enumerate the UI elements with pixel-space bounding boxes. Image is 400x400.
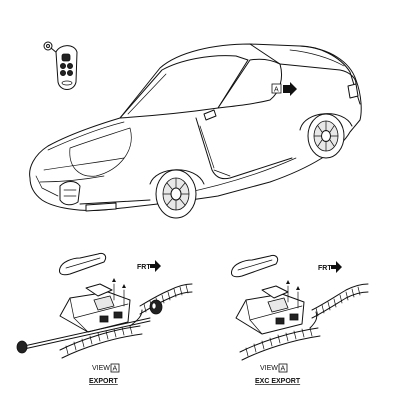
exc-export-caption: EXC EXPORT	[255, 378, 301, 385]
front-label: FRT	[137, 264, 151, 271]
cover-panel	[59, 253, 107, 276]
antenna-end-cap-left	[16, 340, 28, 354]
key-fob-icon	[43, 41, 78, 90]
cover-panel	[231, 255, 279, 278]
front-label: FRT	[318, 265, 332, 272]
view-a-letter: A	[274, 87, 279, 94]
view-a-marker: A	[271, 82, 297, 96]
front-arrow-icon	[150, 260, 161, 272]
export-caption: EXPORT	[89, 378, 119, 385]
exc-export-detail-view: FRT VIEW A EXC EXPORT	[231, 255, 369, 385]
view-label: VIEW	[260, 365, 278, 372]
export-detail-view: FRT VIEW A EXPORT	[16, 253, 193, 385]
front-arrow-icon	[331, 261, 342, 273]
view-a-arrow-icon	[283, 82, 297, 96]
view-marker: A	[113, 366, 118, 373]
view-marker: A	[281, 366, 286, 373]
corvette-car-icon	[29, 43, 362, 219]
view-label: VIEW	[92, 365, 110, 372]
